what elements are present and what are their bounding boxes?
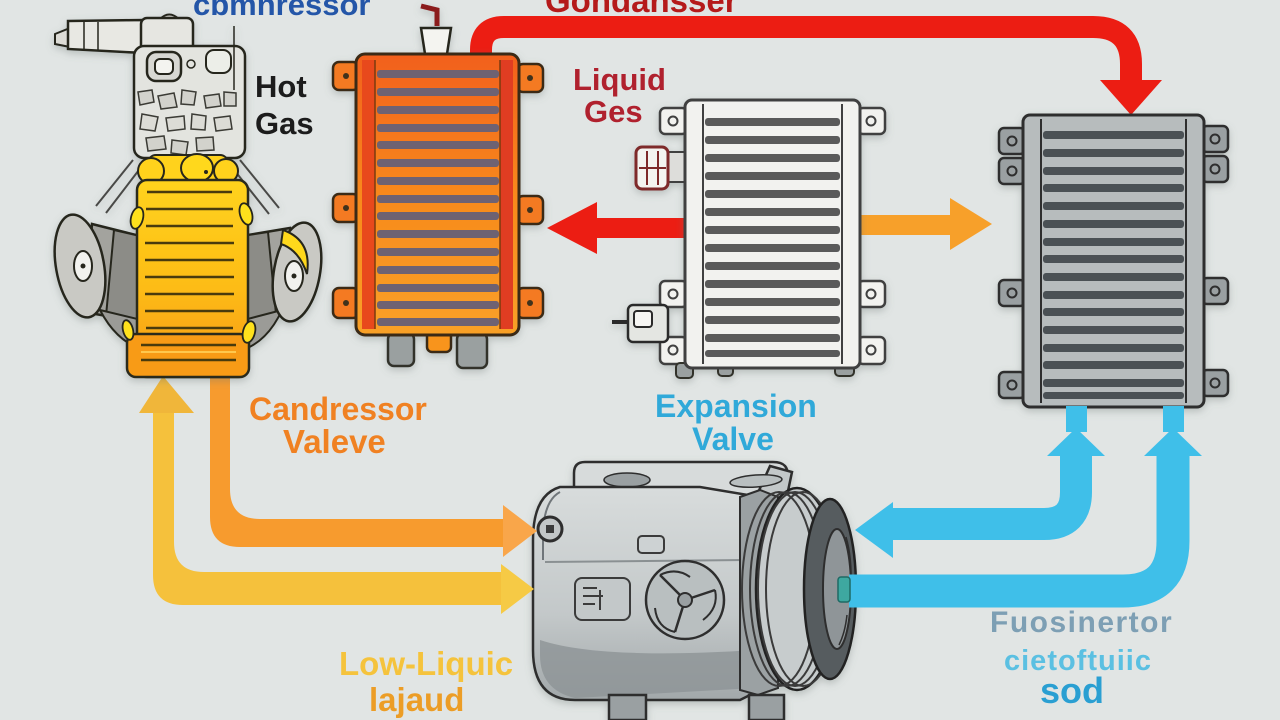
svg-text:Gas: Gas [255, 106, 314, 141]
svg-text:Low-Liquic: Low-Liquic [339, 645, 513, 682]
svg-text:cietoftuiic: cietoftuiic [1004, 645, 1152, 677]
svg-text:Fuosinertor: Fuosinertor [990, 606, 1173, 639]
svg-text:Expansion: Expansion [655, 388, 817, 424]
svg-text:cbmnressor: cbmnressor [193, 0, 370, 22]
svg-text:Liquid: Liquid [573, 62, 666, 97]
svg-text:sod: sod [1040, 670, 1104, 711]
svg-text:Candressor: Candressor [249, 391, 427, 427]
svg-text:Ges: Ges [584, 94, 643, 129]
svg-text:Valve: Valve [692, 421, 774, 457]
svg-text:Gondansser: Gondansser [545, 0, 738, 19]
svg-text:Valeve: Valeve [283, 423, 386, 460]
svg-text:Hot: Hot [255, 69, 307, 104]
svg-text:lajaud: lajaud [369, 681, 464, 718]
